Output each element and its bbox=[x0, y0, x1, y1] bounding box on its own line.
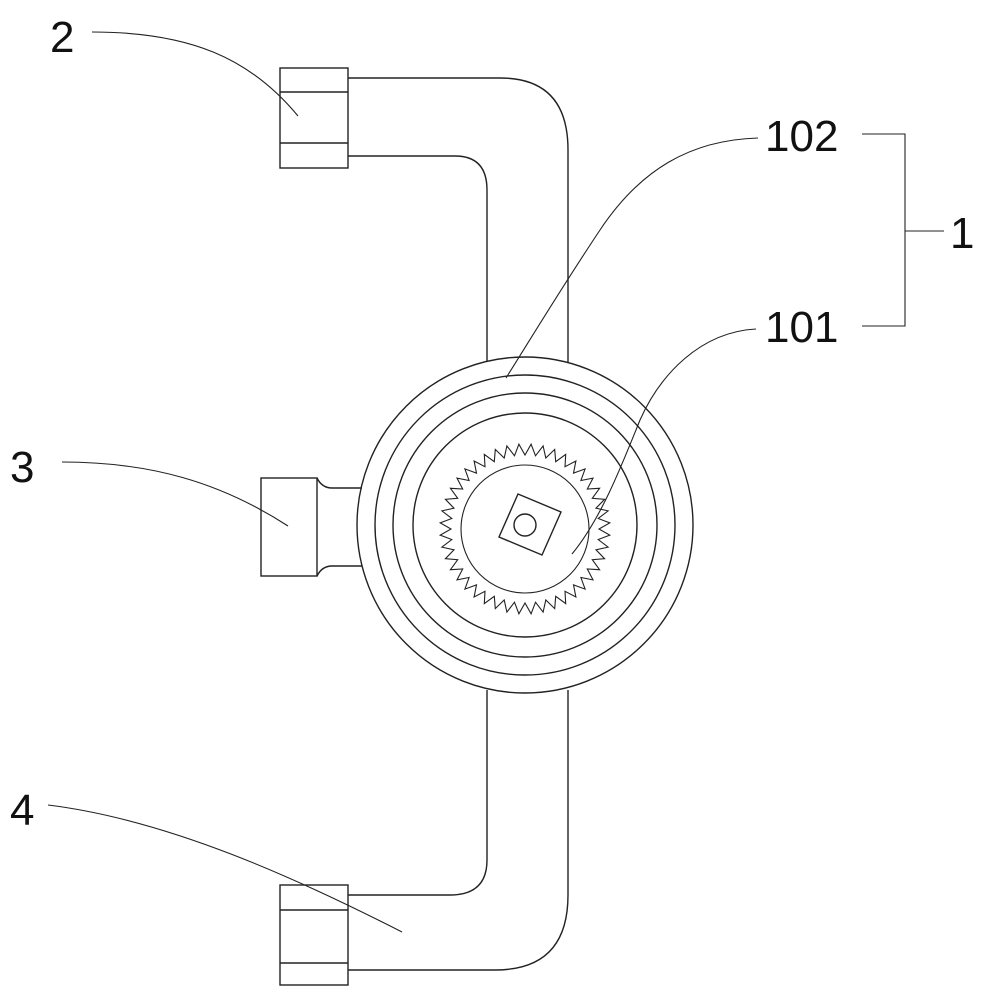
side-connector bbox=[260, 477, 362, 577]
gear-hub bbox=[498, 493, 562, 556]
label-102: 102 bbox=[765, 112, 838, 161]
upper-pipe bbox=[348, 77, 569, 362]
label-4: 4 bbox=[10, 786, 34, 835]
label-101: 101 bbox=[765, 303, 838, 352]
lower-pipe bbox=[348, 690, 569, 971]
label-3: 3 bbox=[10, 443, 34, 492]
leader-lines bbox=[47, 31, 944, 933]
label-2: 2 bbox=[50, 13, 74, 62]
housing-rings bbox=[356, 356, 694, 694]
upper-connector bbox=[279, 67, 349, 169]
gear bbox=[438, 442, 612, 616]
label-1: 1 bbox=[950, 209, 974, 258]
lower-connector bbox=[279, 884, 349, 986]
